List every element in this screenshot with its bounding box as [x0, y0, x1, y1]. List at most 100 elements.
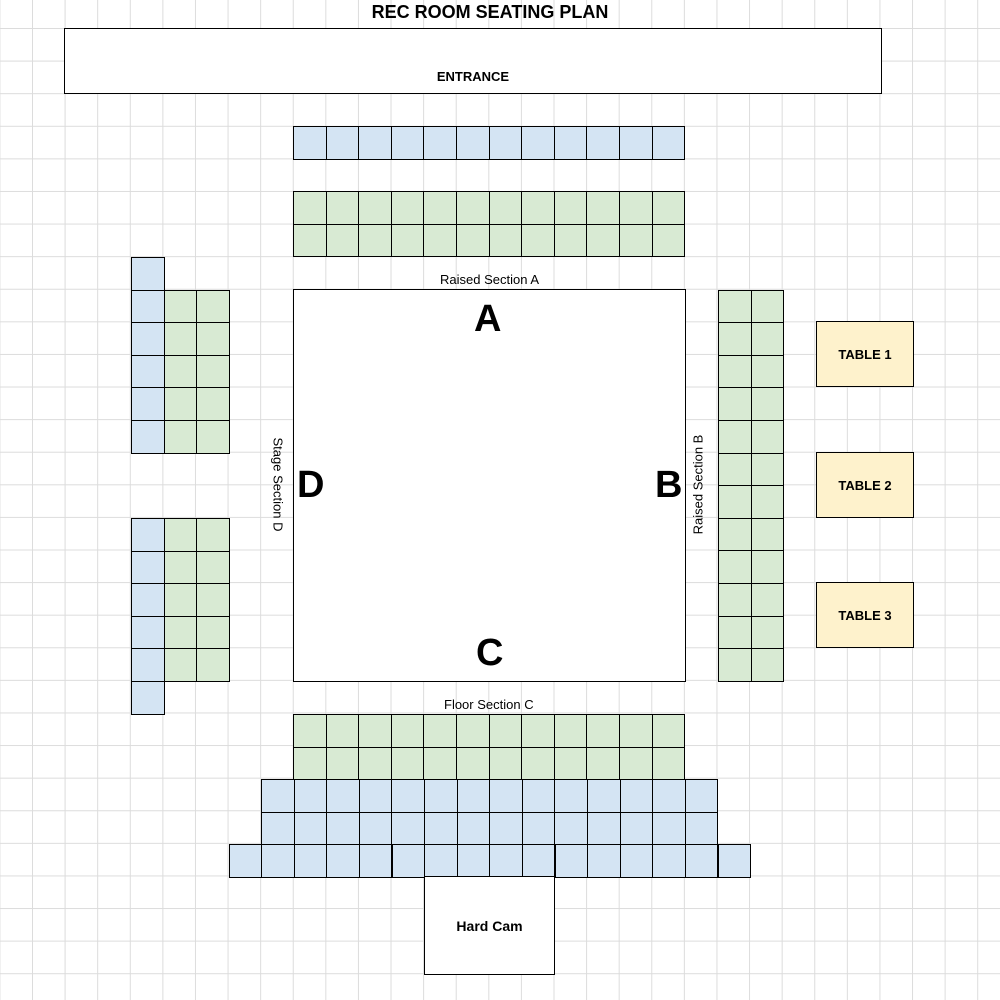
- seat-top-green[interactable]: [423, 223, 457, 258]
- seat-bottom-green[interactable]: [390, 714, 425, 748]
- seat-bottom-blue[interactable]: [554, 779, 588, 813]
- seat-top-green[interactable]: [651, 223, 686, 258]
- seat-left-lower-green[interactable]: [196, 550, 230, 585]
- table-3[interactable]: TABLE 3: [816, 582, 914, 648]
- seat-top-green[interactable]: [390, 191, 425, 225]
- seat-left-lower-green[interactable]: [163, 648, 198, 682]
- seat-top-blue[interactable]: [553, 126, 588, 160]
- seat-left-upper-green[interactable]: [163, 289, 198, 324]
- seat-bottom-blue[interactable]: [684, 779, 719, 813]
- seat-right-green[interactable]: [718, 517, 752, 552]
- seat-bottom-green[interactable]: [358, 714, 392, 748]
- seat-left-upper-green[interactable]: [196, 322, 230, 356]
- seat-top-blue[interactable]: [325, 126, 360, 160]
- seat-top-green[interactable]: [553, 223, 588, 258]
- seat-left-lower-blue[interactable]: [131, 615, 165, 650]
- seat-left-upper-green[interactable]: [196, 420, 230, 454]
- seat-right-green[interactable]: [750, 452, 785, 487]
- seat-bottom-blue[interactable]: [587, 779, 621, 813]
- seat-top-green[interactable]: [358, 191, 392, 225]
- seat-right-green[interactable]: [718, 420, 752, 454]
- seat-bottom-green[interactable]: [619, 746, 653, 781]
- seat-left-upper-blue[interactable]: [131, 289, 165, 324]
- seat-bottom-green[interactable]: [293, 746, 327, 781]
- seat-top-blue[interactable]: [488, 126, 523, 160]
- seat-right-green[interactable]: [750, 387, 785, 421]
- seat-bottom-blue[interactable]: [424, 779, 458, 813]
- seat-bottom-blue[interactable]: [521, 811, 556, 846]
- seat-right-green[interactable]: [750, 550, 785, 584]
- seat-right-green[interactable]: [750, 322, 785, 356]
- seat-top-green[interactable]: [521, 191, 555, 225]
- seat-top-green[interactable]: [293, 223, 327, 258]
- seat-bottom-green[interactable]: [293, 714, 327, 748]
- seat-bottom-blue-wide[interactable]: [521, 844, 556, 878]
- seat-right-green[interactable]: [750, 583, 785, 617]
- seat-top-green[interactable]: [325, 223, 360, 258]
- seat-bottom-blue-wide[interactable]: [587, 844, 621, 878]
- seat-left-lower-green[interactable]: [196, 648, 230, 682]
- seat-bottom-blue-wide[interactable]: [684, 844, 719, 878]
- seat-right-green[interactable]: [718, 485, 752, 519]
- seat-left-upper-green[interactable]: [163, 322, 198, 356]
- seat-bottom-blue-wide[interactable]: [489, 844, 523, 878]
- seat-bottom-blue[interactable]: [619, 779, 654, 813]
- seat-left-upper-green[interactable]: [196, 387, 230, 421]
- seat-top-green[interactable]: [423, 191, 457, 225]
- seat-left-lower-green[interactable]: [163, 583, 198, 617]
- seat-bottom-blue[interactable]: [261, 811, 295, 846]
- seat-bottom-green[interactable]: [423, 714, 457, 748]
- seat-right-green[interactable]: [750, 615, 785, 650]
- seat-bottom-green[interactable]: [521, 746, 555, 781]
- seat-left-upper-blue[interactable]: [131, 322, 165, 356]
- seat-left-upper-green[interactable]: [163, 387, 198, 421]
- seat-bottom-blue[interactable]: [652, 779, 686, 813]
- seat-right-green[interactable]: [718, 583, 752, 617]
- seat-right-green[interactable]: [750, 420, 785, 454]
- seat-bottom-green[interactable]: [456, 746, 490, 781]
- seat-bottom-green[interactable]: [521, 714, 555, 748]
- seat-left-upper-green[interactable]: [196, 354, 230, 389]
- seat-top-blue[interactable]: [456, 126, 490, 160]
- seat-bottom-blue[interactable]: [554, 811, 588, 846]
- seat-bottom-blue-wide[interactable]: [293, 844, 328, 878]
- seat-left-upper-blue[interactable]: [131, 387, 165, 421]
- seat-bottom-blue[interactable]: [489, 811, 523, 846]
- seat-left-upper-blue[interactable]: [131, 257, 165, 291]
- seat-left-lower-green[interactable]: [163, 518, 198, 552]
- seat-bottom-blue[interactable]: [456, 779, 491, 813]
- seat-bottom-green[interactable]: [325, 714, 360, 748]
- seat-right-green[interactable]: [718, 289, 752, 324]
- seat-top-green[interactable]: [488, 191, 523, 225]
- seat-left-upper-blue[interactable]: [131, 420, 165, 454]
- seat-bottom-blue-wide[interactable]: [391, 844, 426, 878]
- seat-bottom-blue-wide[interactable]: [326, 844, 360, 878]
- seat-top-green[interactable]: [586, 191, 620, 225]
- seat-top-blue[interactable]: [390, 126, 425, 160]
- seat-bottom-blue[interactable]: [391, 779, 425, 813]
- seat-bottom-blue[interactable]: [391, 811, 425, 846]
- seat-top-green[interactable]: [325, 191, 360, 225]
- seat-top-blue[interactable]: [293, 126, 327, 160]
- seat-bottom-green[interactable]: [553, 714, 588, 748]
- seat-left-lower-green[interactable]: [163, 615, 198, 650]
- seat-left-lower-green[interactable]: [196, 518, 230, 552]
- seat-bottom-blue[interactable]: [684, 811, 719, 846]
- seat-right-green[interactable]: [718, 354, 752, 389]
- seat-left-upper-green[interactable]: [196, 289, 230, 324]
- seat-bottom-green[interactable]: [488, 746, 523, 781]
- seat-right-green[interactable]: [718, 648, 752, 682]
- seat-right-green[interactable]: [750, 354, 785, 389]
- seat-right-green[interactable]: [718, 615, 752, 650]
- seat-right-green[interactable]: [718, 550, 752, 584]
- seat-bottom-blue-wide[interactable]: [619, 844, 654, 878]
- seat-top-blue[interactable]: [619, 126, 653, 160]
- seat-bottom-blue[interactable]: [293, 811, 328, 846]
- seat-bottom-blue-wide[interactable]: [228, 844, 263, 878]
- seat-bottom-green[interactable]: [619, 714, 653, 748]
- seat-bottom-blue[interactable]: [261, 779, 295, 813]
- seat-bottom-green[interactable]: [651, 714, 686, 748]
- seat-top-green[interactable]: [586, 223, 620, 258]
- seat-bottom-blue-wide[interactable]: [456, 844, 491, 878]
- seat-top-blue[interactable]: [586, 126, 620, 160]
